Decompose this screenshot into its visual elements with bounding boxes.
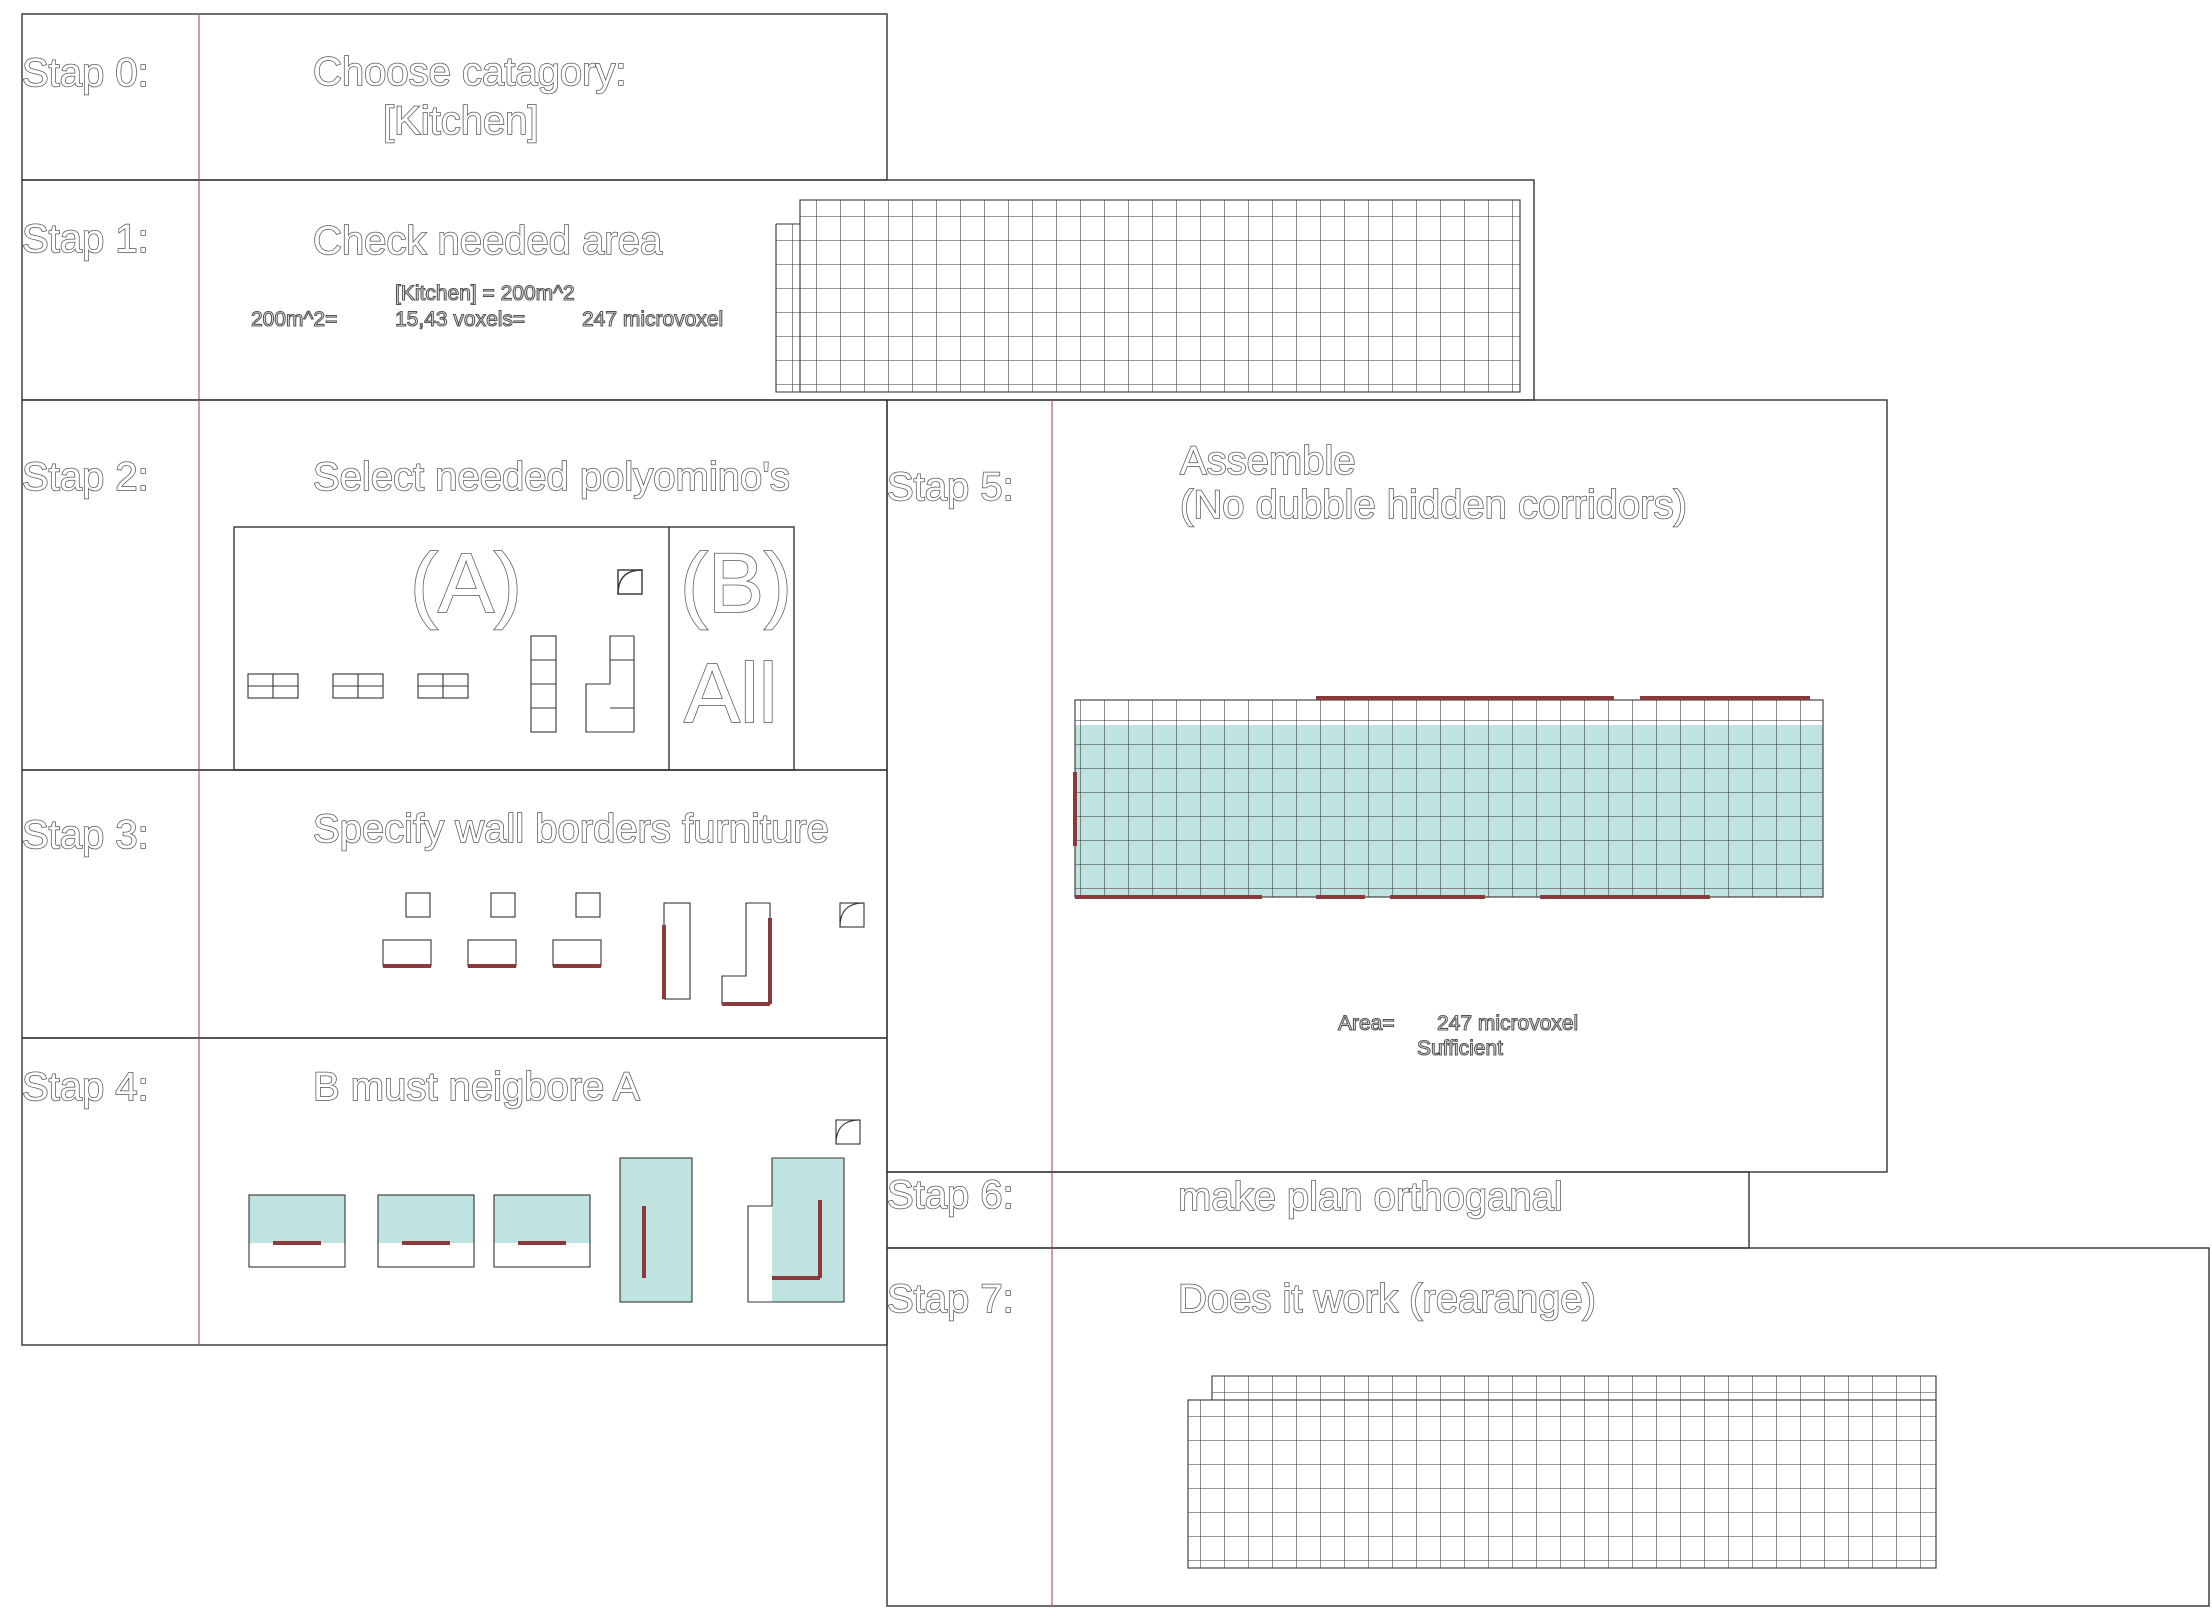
step-6-label: Stap 6: (887, 1173, 1014, 1217)
polyomino-set-a (247, 635, 635, 733)
wall-border-pieces (382, 892, 865, 1006)
orthogonal-plan (1187, 1375, 1937, 1569)
step-6-title: make plan orthoganal (1178, 1175, 1563, 1219)
area-label: Area= (1338, 1012, 1395, 1035)
step-0-label: Stap 0: (22, 51, 149, 95)
door-icon (617, 569, 643, 595)
step-7-title: Does it work (rearange) (1178, 1277, 1596, 1321)
neighbor-pieces (248, 1119, 861, 1303)
step-0-panel: Stap 0: Choose catagory: [Kitchen] (21, 13, 888, 181)
step-1-formula: [Kitchen] = 200m^2 (395, 282, 575, 305)
step-0-category: [Kitchen] (383, 99, 539, 143)
step-3-panel: Stap 3: Specify wall borders furniture (21, 769, 888, 1039)
step-5-title: Assemble (1180, 439, 1356, 483)
step-3-label: Stap 3: (22, 813, 149, 857)
step-1-area: 200m^2= (251, 308, 337, 331)
step-3-title: Specify wall borders furniture (313, 807, 829, 851)
area-value: 247 microvoxel (1437, 1012, 1578, 1035)
group-a-label: (A) (410, 536, 522, 630)
step-2-panel: Stap 2: Select needed polyomino's (A) (B… (21, 399, 888, 771)
step-4-label: Stap 4: (22, 1065, 149, 1109)
step-2-label: Stap 2: (22, 455, 149, 499)
step-0-title: Choose catagory: (313, 50, 627, 94)
step-7-panel: Stap 7: Does it work (rearange) (886, 1247, 2210, 1607)
step-1-voxels: 15,43 voxels= (395, 308, 525, 331)
step-1-label: Stap 1: (22, 217, 149, 261)
microvoxel-grid (775, 199, 1521, 393)
step-5-label: Stap 5: (887, 465, 1014, 509)
step-1-microvoxels: 247 microvoxel (582, 308, 723, 331)
group-b-all: All (684, 646, 777, 740)
step-2-title: Select needed polyomino's (313, 455, 790, 499)
area-status: Sufficient (1417, 1037, 1503, 1060)
step-6-panel: Stap 6: make plan orthoganal (886, 1171, 1750, 1249)
step-4-panel: Stap 4: B must neigbore A (21, 1037, 888, 1346)
step-1-title: Check needed area (313, 219, 663, 263)
group-b-label: (B) (680, 536, 792, 630)
step-1-panel: Stap 1: Check needed area [Kitchen] = 20… (21, 179, 1535, 401)
step-5-panel: Stap 5: Assemble (No dubble hidden corri… (886, 399, 1888, 1173)
assembled-plan (1073, 696, 1824, 899)
step-7-label: Stap 7: (887, 1277, 1014, 1321)
step-5-subtitle: (No dubble hidden corridors) (1180, 483, 1687, 527)
step-4-title: B must neigbore A (313, 1065, 640, 1109)
